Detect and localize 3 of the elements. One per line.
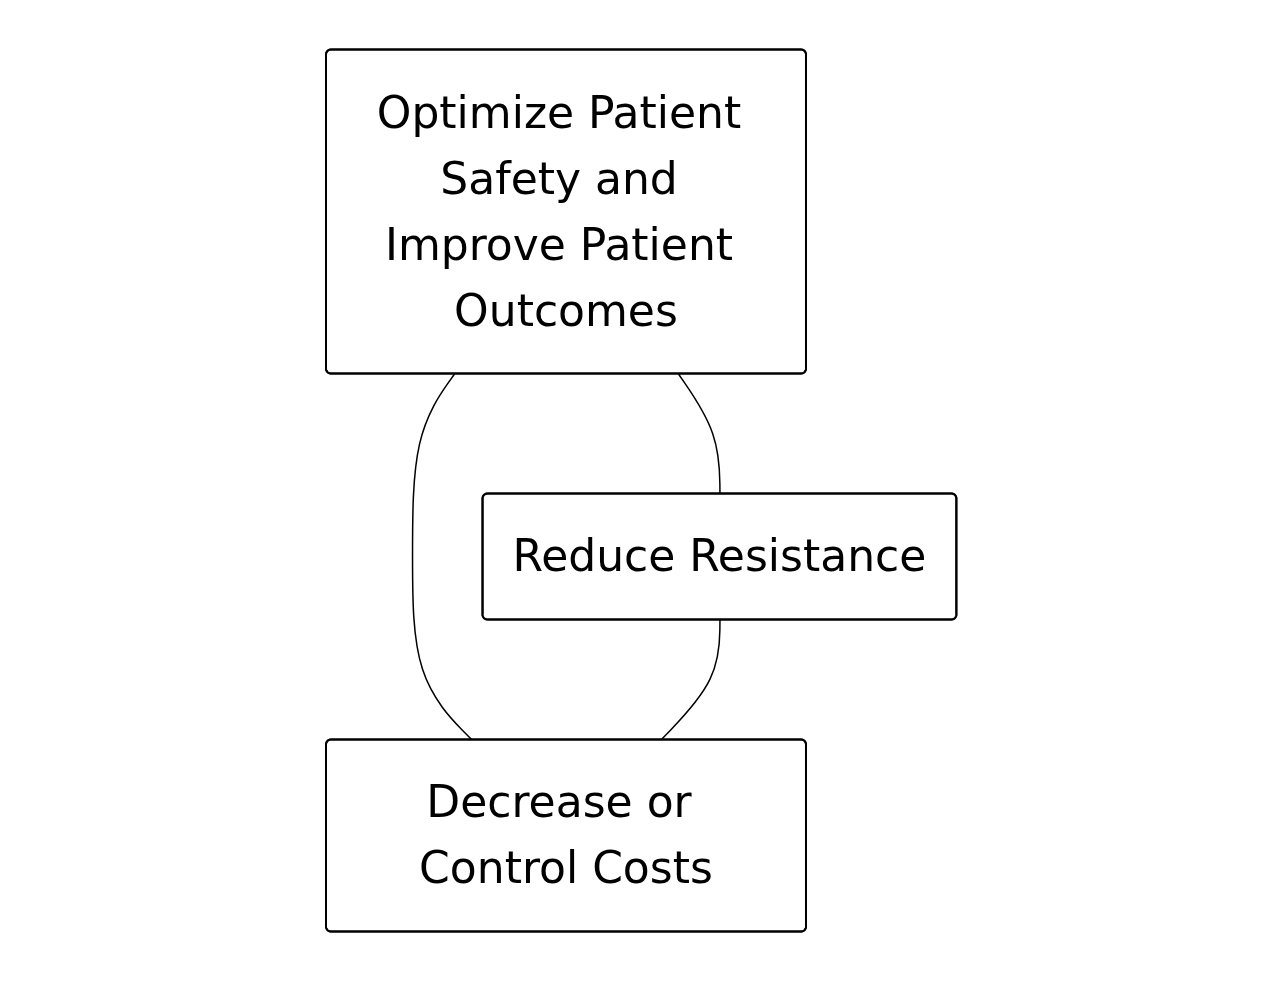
connector <box>411 373 473 741</box>
connector <box>660 619 721 741</box>
connector <box>677 373 721 495</box>
